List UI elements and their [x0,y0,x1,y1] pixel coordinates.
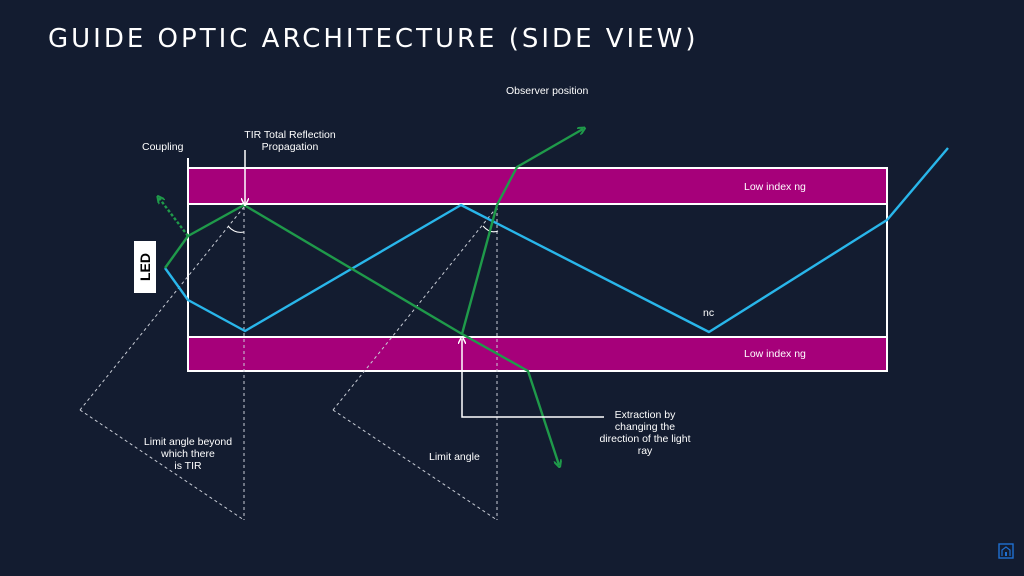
extraction-label-line2: changing the [614,421,676,433]
guide-outline [187,158,888,372]
page-title: GUIDE OPTIC ARCHITECTURE (SIDE VIEW) [48,24,699,54]
annotation-pointers [245,150,604,418]
extraction-label-line4: ray [637,445,653,457]
extraction-label: Extraction by changing the direction of … [585,409,705,457]
limit-angle-tir-line3: is TIR [174,460,202,472]
cladding-top-layer [188,168,887,204]
extraction-label-line3: direction of the light [599,433,691,445]
limit-angle-construction-lines [79,206,498,521]
coupling-label: Coupling [142,141,184,153]
cladding-top-label: Low index ng [744,181,806,193]
tir-label: TIR Total Reflection Propagation [230,129,350,153]
limit-angle-tir-label: Limit angle beyond which there is TIR [128,436,248,472]
core-index-label: nc [703,307,715,319]
observer-position-label: Observer position [506,85,589,97]
blue-light-ray [164,147,949,334]
cladding-bottom-label: Low index ng [744,348,806,360]
limit-angle-tir-line2: which there [161,448,215,460]
extraction-label-line1: Extraction by [614,409,676,421]
tir-label-line2: Propagation [261,141,319,153]
tir-label-line1: TIR Total Reflection [244,129,336,141]
building-logo-icon[interactable] [998,543,1014,559]
limit-angle-label: Limit angle [429,451,480,463]
cladding-bottom-layer [188,337,887,371]
green-light-ray [159,129,583,465]
limit-angle-tir-line1: Limit angle beyond [143,436,233,448]
led-source: LED [134,241,156,293]
tir-angle-arc [227,225,245,233]
led-label: LED [137,253,153,281]
